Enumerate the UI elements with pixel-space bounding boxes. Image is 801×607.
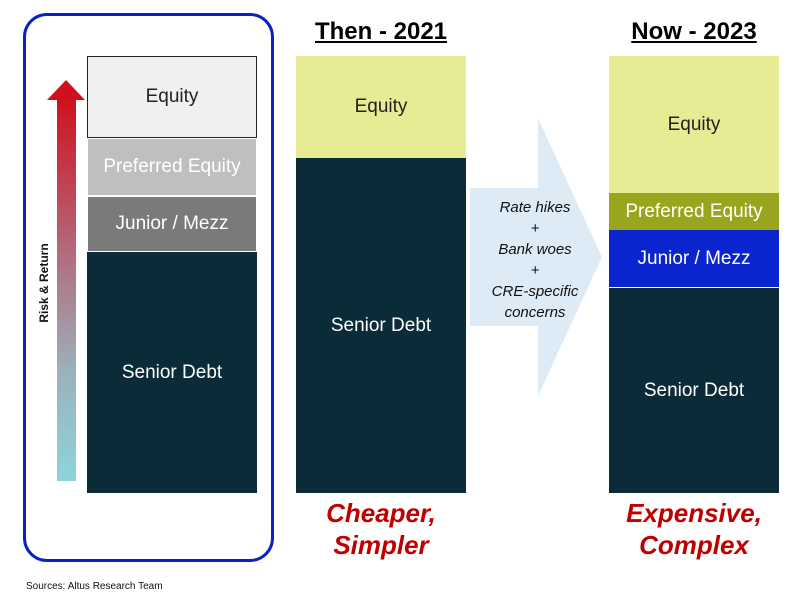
generic-senior-label: Senior Debt: [121, 361, 223, 383]
now-preferred-label: Preferred Equity: [625, 200, 763, 222]
now-mezz-label: Junior / Mezz: [637, 247, 751, 269]
transition-text: Rate hikes + Bank woes + CRE-specific co…: [470, 197, 600, 323]
sources-note: Sources: Altus Research Team: [26, 581, 163, 592]
then-caption: Cheaper, Simpler: [296, 497, 466, 561]
now-caption: Expensive, Complex: [604, 497, 784, 561]
transition-line1: Rate hikes: [499, 199, 571, 216]
generic-equity-layer: Equity: [87, 56, 257, 138]
generic-senior-layer: Senior Debt: [87, 252, 257, 493]
transition-line4: concerns: [504, 304, 566, 321]
then-senior-layer: Senior Debt: [296, 158, 466, 493]
now-equity-label: Equity: [667, 113, 721, 135]
arrow-up-icon: [47, 80, 85, 100]
transition-arrow: [470, 118, 602, 396]
risk-return-arrow: [57, 98, 76, 481]
transition-line2: Bank woes: [498, 241, 572, 258]
now-senior-layer: Senior Debt: [609, 287, 779, 493]
generic-preferred-layer: Preferred Equity: [87, 138, 257, 196]
risk-return-label: Risk & Return: [37, 243, 51, 323]
capital-stack-frame: [23, 13, 274, 562]
then-equity-label: Equity: [354, 96, 408, 117]
now-mezz-layer: Junior / Mezz: [609, 230, 779, 287]
generic-preferred-label: Preferred Equity: [103, 156, 241, 177]
then-equity-layer: Equity: [296, 56, 466, 158]
transition-plus2: +: [530, 262, 540, 279]
now-preferred-layer: Preferred Equity: [609, 193, 779, 230]
generic-mezz-layer: Junior / Mezz: [87, 196, 257, 252]
transition-plus1: +: [530, 220, 540, 237]
then-heading: Then - 2021: [314, 18, 448, 45]
now-heading: Now - 2023: [631, 18, 757, 45]
now-caption-line1: Expensive,: [626, 498, 762, 528]
then-caption-line2: Simpler: [333, 530, 429, 560]
then-senior-label: Senior Debt: [330, 314, 432, 336]
now-senior-label: Senior Debt: [643, 379, 745, 401]
now-equity-layer: Equity: [609, 56, 779, 193]
generic-equity-label: Equity: [145, 86, 199, 107]
now-caption-line2: Complex: [639, 530, 749, 560]
generic-mezz-label: Junior / Mezz: [115, 213, 229, 234]
transition-line3: CRE-specific: [491, 283, 579, 300]
then-caption-line1: Cheaper,: [326, 498, 436, 528]
